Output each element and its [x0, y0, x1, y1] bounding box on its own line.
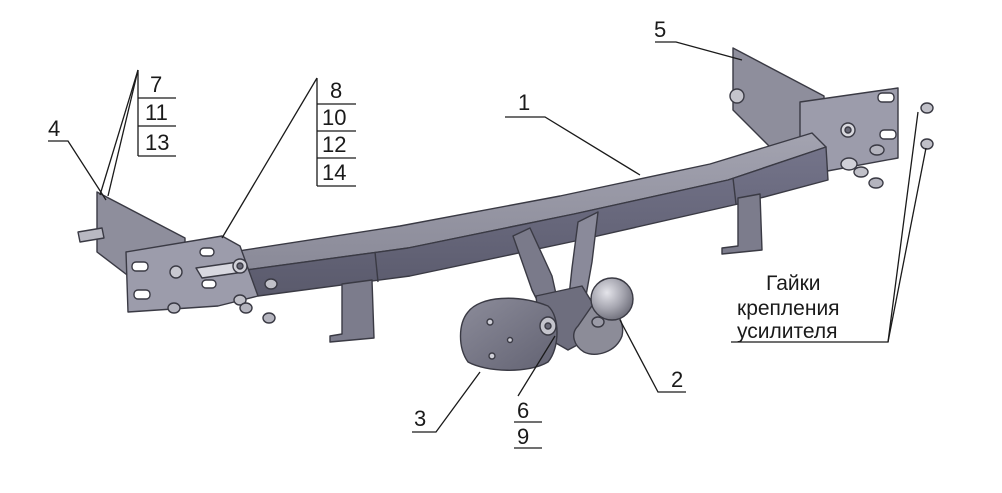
callout-8: 8	[330, 78, 342, 103]
note-line-1: Гайки	[766, 272, 821, 295]
callout-12: 12	[322, 132, 346, 157]
callout-6: 6	[517, 398, 529, 423]
leader-lines	[48, 41, 927, 433]
note-line-2: крепления	[737, 297, 840, 320]
callout-ball: 2	[671, 367, 683, 392]
callout-7: 7	[150, 72, 162, 97]
callout-10: 10	[322, 105, 346, 130]
callout-socket-plate: 3	[414, 406, 426, 431]
reinforcement-note: Гайки крепления усилителя	[737, 272, 840, 343]
callout-9: 9	[517, 424, 529, 449]
tow-ball	[573, 277, 634, 355]
main-beam	[231, 132, 829, 343]
callout-11: 11	[145, 100, 168, 125]
socket-plate	[459, 297, 558, 371]
callout-left-bracket: 4	[48, 116, 60, 141]
callout-13: 13	[145, 130, 169, 155]
left-mounting-bracket	[77, 191, 278, 324]
callout-14: 14	[322, 160, 346, 185]
note-line-3: усилителя	[737, 320, 837, 343]
callout-stack-left: 7 11 13	[137, 70, 176, 157]
callout-right-bracket: 5	[654, 17, 666, 42]
callout-beam: 1	[518, 90, 530, 115]
callout-stack-mid: 8 10 12 14	[316, 78, 356, 187]
reinforcement-nuts	[920, 102, 934, 150]
callout-stack-bottom: 6 9	[514, 398, 542, 449]
